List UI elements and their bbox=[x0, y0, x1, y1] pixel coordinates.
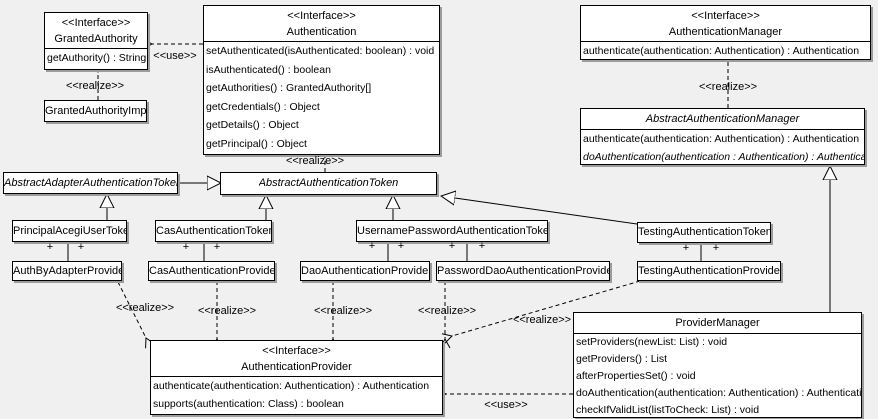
class-granted-authority[interactable]: <<Interface>> GrantedAuthority getAuthor… bbox=[44, 12, 148, 70]
method-signature: supports(authentication: Class) : boolea… bbox=[153, 398, 344, 410]
class-name: TestingAuthenticationProvider bbox=[638, 264, 780, 277]
association-end-marker: + bbox=[213, 241, 221, 253]
stereotype-label: <<Interface>> bbox=[61, 17, 131, 29]
class-abstract-authentication-token[interactable]: AbstractAuthenticationToken bbox=[220, 172, 437, 195]
class-name: GrantedAuthorityImpl bbox=[45, 104, 146, 117]
class-authentication-manager[interactable]: <<Interface>> AuthenticationManager auth… bbox=[580, 5, 871, 60]
use-stereotype-label: <<use>> bbox=[153, 50, 197, 62]
class-provider-manager[interactable]: ProviderManager setProviders(newList: Li… bbox=[573, 312, 862, 418]
realize-stereotype-label: <<realize>> bbox=[417, 305, 477, 317]
method-signature: setAuthenticated(isAuthenticated: boolea… bbox=[206, 45, 435, 57]
method-signature: isAuthenticated() : boolean bbox=[206, 63, 331, 76]
method-signature: doAuthentication(authentication : Authen… bbox=[583, 151, 864, 163]
association-end-marker: + bbox=[368, 240, 376, 252]
class-name: AbstractAuthenticationManager bbox=[645, 113, 800, 125]
association-end-marker: + bbox=[682, 242, 690, 254]
realize-stereotype-label: <<realize>> bbox=[512, 314, 572, 326]
class-name: UsernamePasswordAuthenticationToken bbox=[357, 224, 547, 237]
class-testing-authentication-provider[interactable]: TestingAuthenticationProvider bbox=[637, 261, 781, 281]
stereotype-label: <<Interface>> bbox=[287, 10, 356, 22]
class-cas-authentication-provider[interactable]: CasAuthenticationProvider bbox=[148, 261, 275, 281]
class-password-dao-authentication-provider[interactable]: PasswordDaoAuthenticationProvider bbox=[436, 261, 610, 281]
method-signature: afterPropertiesSet() : void bbox=[576, 370, 696, 382]
association-end-marker: + bbox=[46, 241, 54, 253]
realize-stereotype-label: <<realize>> bbox=[197, 305, 257, 317]
realize-stereotype-label: <<realize>> bbox=[313, 305, 373, 317]
realize-edge-authbyadapterprovider-authprovider bbox=[117, 281, 155, 349]
class-authentication[interactable]: <<Interface>> Authentication setAuthenti… bbox=[203, 5, 440, 155]
class-name: AbstractAdapterAuthenticationToken bbox=[4, 176, 177, 189]
class-name: Authentication bbox=[286, 26, 357, 38]
method-signature: getCredentials() : Object bbox=[206, 100, 320, 113]
method-signature: setProviders(newList: List) : void bbox=[576, 336, 728, 348]
class-dao-authentication-provider[interactable]: DaoAuthenticationProvider bbox=[300, 261, 430, 281]
class-principal-acegi-user-token[interactable]: PrincipalAcegiUserToken bbox=[12, 220, 127, 242]
method-signature: doAuthentication(authentication: Authent… bbox=[576, 387, 861, 399]
realize-stereotype-label: <<realize>> bbox=[65, 80, 125, 92]
association-end-marker: + bbox=[448, 240, 456, 252]
class-name: AuthByAdapterProvider bbox=[13, 264, 121, 277]
association-end-marker: + bbox=[77, 241, 85, 253]
method-signature: authenticate(authentication: Authenticat… bbox=[583, 133, 860, 145]
association-end-marker: + bbox=[397, 240, 405, 252]
realize-edge-testingprovider-authprovider bbox=[441, 280, 641, 344]
class-name: CasAuthenticationToken bbox=[156, 224, 271, 237]
class-name: AbstractAuthenticationToken bbox=[258, 177, 399, 189]
realize-stereotype-label: <<realize>> bbox=[285, 155, 345, 167]
class-name: AuthenticationManager bbox=[668, 26, 783, 38]
method-signature: getAuthority() : String bbox=[47, 52, 147, 64]
method-signature: authenticate(authentication: Authenticat… bbox=[583, 45, 860, 57]
class-cas-authentication-token[interactable]: CasAuthenticationToken bbox=[155, 220, 272, 242]
class-granted-authority-impl[interactable]: GrantedAuthorityImpl bbox=[44, 100, 147, 122]
realize-stereotype-label: <<realize>> bbox=[115, 302, 175, 314]
method-signature: getProviders() : List bbox=[576, 353, 668, 365]
association-end-marker: + bbox=[182, 241, 190, 253]
method-signature: getDetails() : Object bbox=[206, 119, 299, 131]
use-stereotype-label: <<use>> bbox=[484, 399, 528, 411]
method-signature: authenticate(authentication: Authenticat… bbox=[153, 380, 430, 392]
stereotype-label: <<Interface>> bbox=[691, 10, 760, 22]
class-username-password-authentication-token[interactable]: UsernamePasswordAuthenticationToken bbox=[356, 220, 548, 242]
class-name: AuthenticationProvider bbox=[241, 361, 352, 373]
generalization-edge-testingtoken-abstracttoken bbox=[455, 198, 638, 225]
class-auth-by-adapter-provider[interactable]: AuthByAdapterProvider bbox=[12, 261, 122, 281]
class-authentication-provider[interactable]: <<Interface>> AuthenticationProvider aut… bbox=[150, 340, 443, 415]
method-signature: checkIfValidList(listToCheck: List) : vo… bbox=[576, 404, 760, 416]
class-name: GrantedAuthority bbox=[54, 33, 138, 45]
realize-stereotype-label: <<realize>> bbox=[698, 81, 758, 93]
method-signature: getAuthorities() : GrantedAuthority[] bbox=[206, 82, 372, 94]
class-abstract-authentication-manager[interactable]: AbstractAuthenticationManager authentica… bbox=[580, 108, 865, 165]
class-name: TestingAuthenticationToken bbox=[638, 226, 770, 238]
association-end-marker: + bbox=[478, 240, 486, 252]
association-end-marker: + bbox=[712, 242, 720, 254]
class-name: PasswordDaoAuthenticationProvider bbox=[437, 264, 609, 277]
class-name: DaoAuthenticationProvider bbox=[301, 264, 429, 277]
class-name: CasAuthenticationProvider bbox=[149, 264, 274, 277]
method-signature: getPrincipal() : Object bbox=[206, 137, 307, 150]
class-name: ProviderManager bbox=[675, 317, 760, 329]
class-abstract-adapter-authentication-token[interactable]: AbstractAdapterAuthenticationToken bbox=[3, 172, 178, 194]
class-testing-authentication-token[interactable]: TestingAuthenticationToken bbox=[637, 222, 771, 243]
class-name: PrincipalAcegiUserToken bbox=[13, 224, 126, 237]
stereotype-label: <<Interface>> bbox=[262, 345, 331, 357]
